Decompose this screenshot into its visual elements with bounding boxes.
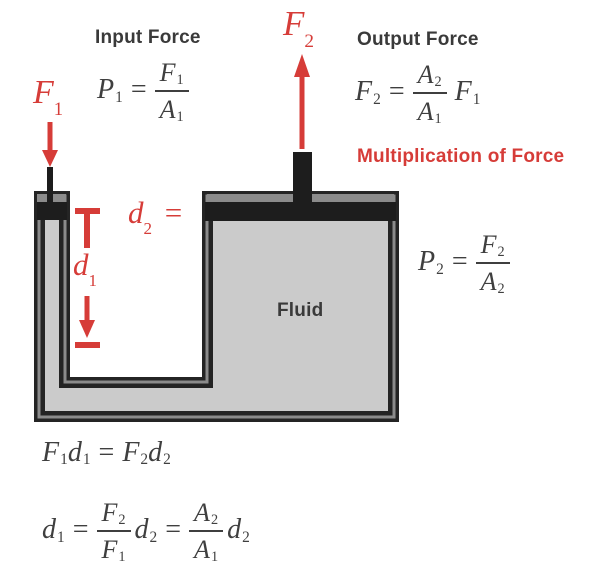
output-piston <box>205 202 396 221</box>
equals-sign: = <box>72 514 89 546</box>
input-piston-rod <box>47 167 53 205</box>
fraction: F2 F1 <box>96 497 131 566</box>
math-symbol: F2 <box>355 76 381 108</box>
d2-dimension-label: d2 = <box>128 195 183 238</box>
math-symbol: d1 <box>42 514 65 546</box>
fraction-denominator: A2 <box>480 267 505 298</box>
fraction-denominator: A1 <box>417 97 442 128</box>
equals-sign: = <box>130 74 147 106</box>
fraction-numerator: F2 <box>475 229 510 265</box>
math-symbol: F1 <box>454 76 481 108</box>
equals-sign: = <box>451 246 468 278</box>
f2-force-label: F2 <box>283 4 315 53</box>
output-piston-rod <box>293 152 312 206</box>
fraction-numerator: A2 <box>412 59 447 95</box>
d1-down-arrow-icon <box>79 296 95 338</box>
fraction: F2 A2 <box>475 229 510 298</box>
d1-tee-marker-icon <box>75 208 100 248</box>
input-force-label: Input Force <box>95 27 201 48</box>
math-symbol: F2 <box>122 437 149 469</box>
f2-arrow-head <box>294 54 310 77</box>
fluid-label: Fluid <box>277 300 324 321</box>
multiplication-of-force-label: Multiplication of Force <box>357 146 565 167</box>
fraction-numerator: F1 <box>154 57 189 93</box>
math-symbol: d2 <box>134 514 158 546</box>
math-symbol: d2 <box>148 437 171 469</box>
f1-arrow-head <box>42 150 58 167</box>
fraction-numerator: A2 <box>189 497 224 533</box>
math-symbol: d1 <box>67 437 91 469</box>
output-force-label: Output Force <box>357 29 479 50</box>
equals-sign: = <box>165 514 182 546</box>
fraction-denominator: A1 <box>159 95 184 126</box>
p1-formula: P1 = F1 A1 <box>97 57 189 126</box>
equals-sign: = <box>98 437 115 468</box>
f2-up-arrow-icon <box>294 54 310 149</box>
fraction: F1 A1 <box>154 57 189 126</box>
math-symbol: F1 <box>42 437 68 469</box>
f1-force-label: F1 <box>33 74 64 120</box>
f1-down-arrow-icon <box>42 122 58 167</box>
fraction-numerator: F2 <box>96 497 131 533</box>
d1-dimension-label: d1 <box>73 247 98 290</box>
work-equality-formula: F1 d1 = F2 d2 <box>42 437 171 469</box>
math-symbol: d2 <box>227 514 250 546</box>
p2-formula: P2 = F2 A2 <box>418 229 510 298</box>
math-symbol: P2 <box>418 246 444 278</box>
fluid-region <box>45 202 388 411</box>
fraction-denominator: F1 <box>101 535 126 566</box>
input-piston <box>37 202 67 220</box>
fraction-denominator: A1 <box>194 535 219 566</box>
distance-ratio-formula: d1 = F2 F1 d2 = A2 A1 d2 <box>42 497 250 566</box>
fraction: A2 A1 <box>412 59 447 128</box>
math-symbol: P1 <box>97 74 123 106</box>
equals-sign: = <box>388 76 405 108</box>
output-force-formula: F2 = A2 A1 F1 <box>355 59 481 128</box>
d1-dash-marker-icon <box>75 342 100 348</box>
d1-arrow-head <box>79 320 95 338</box>
fraction: A2 A1 <box>189 497 224 566</box>
